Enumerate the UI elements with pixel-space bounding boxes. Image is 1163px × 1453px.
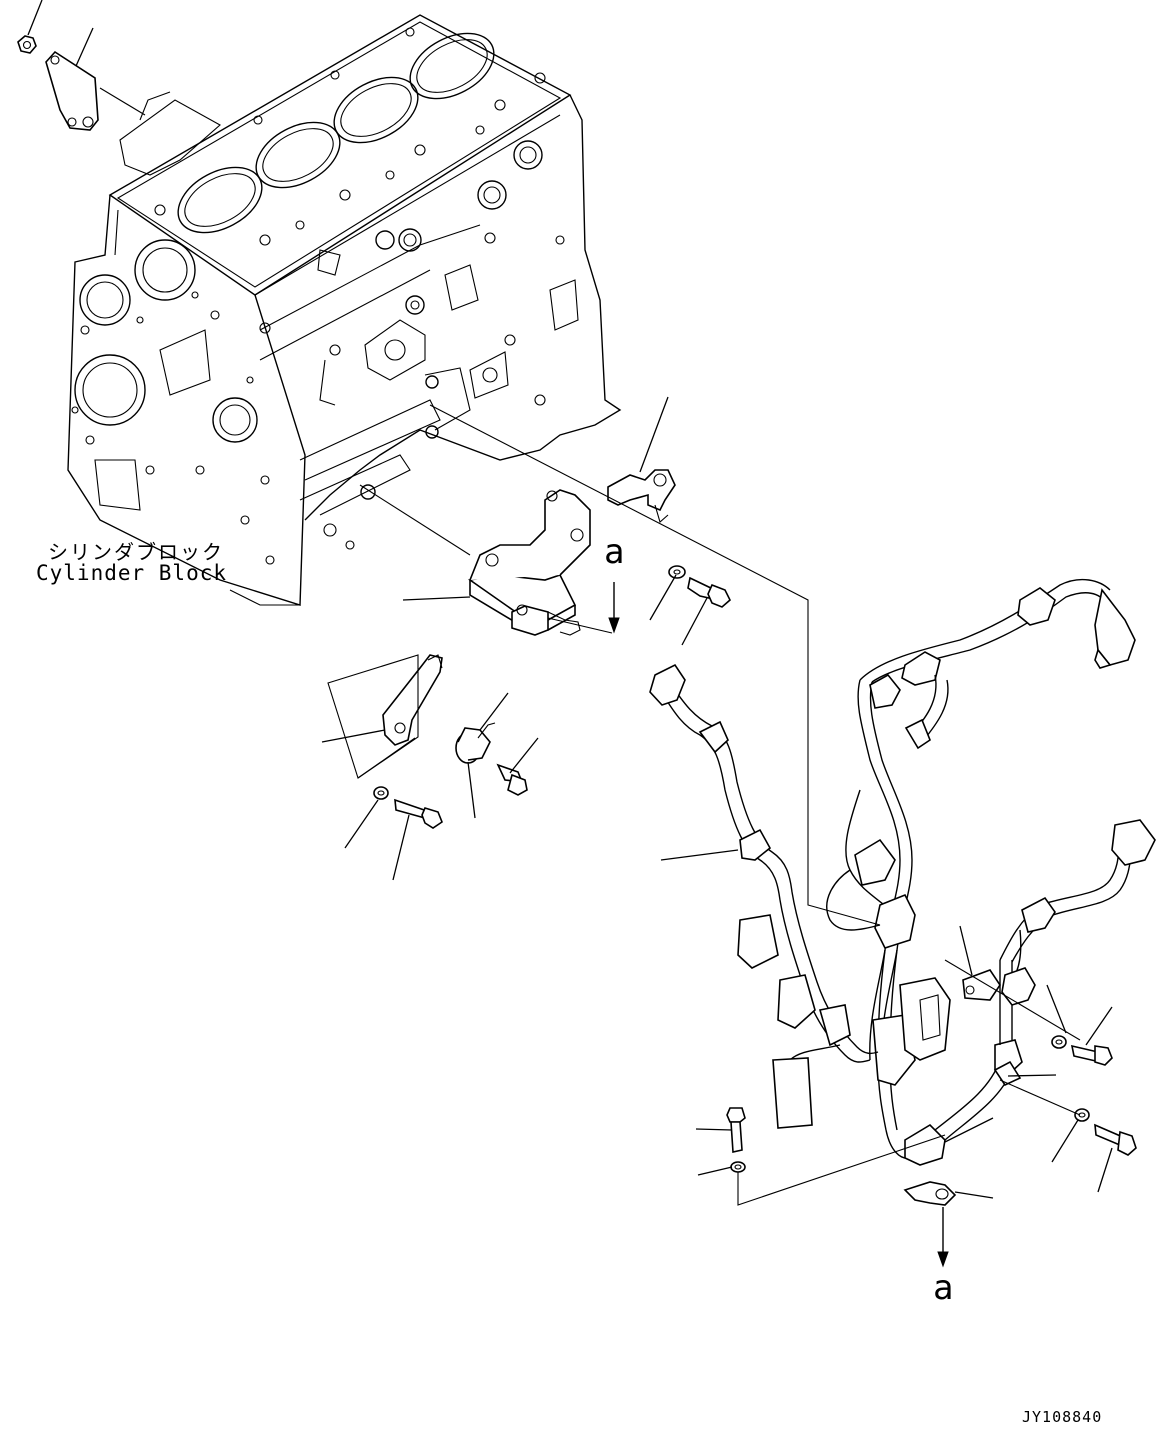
washer-lower-left bbox=[731, 1162, 745, 1172]
cylinder-block bbox=[68, 15, 620, 605]
harness-clamp-lower bbox=[995, 1062, 1020, 1085]
washer-right-2 bbox=[1075, 1109, 1089, 1121]
harness-bracket bbox=[470, 490, 590, 635]
nut bbox=[18, 36, 36, 53]
view-marker-bottom: a bbox=[933, 1268, 954, 1308]
wire-harness bbox=[650, 580, 1155, 1165]
bolt-right-1 bbox=[1072, 1046, 1112, 1065]
sensor-bolt bbox=[498, 765, 527, 795]
washer-right-1 bbox=[1052, 1036, 1066, 1048]
bolt-small bbox=[395, 800, 442, 828]
harness-clip-upper bbox=[608, 470, 675, 522]
cylinder-block-label-en: Cylinder Block bbox=[36, 561, 228, 585]
bolt bbox=[688, 578, 730, 607]
harness-clamp-right bbox=[963, 970, 1000, 1000]
drawing-number: JY108840 bbox=[1022, 1408, 1103, 1426]
bolt-right-2 bbox=[1095, 1125, 1136, 1155]
sensor-bracket bbox=[383, 655, 442, 745]
washer bbox=[669, 566, 685, 578]
arrow-down-icon bbox=[938, 1207, 948, 1266]
leader-lines bbox=[28, 0, 1112, 1198]
washer-small bbox=[374, 787, 388, 799]
bolt-lower-left bbox=[727, 1108, 745, 1152]
lifting-plate bbox=[46, 52, 98, 130]
arrow-down-icon bbox=[609, 582, 619, 632]
clip-lower bbox=[905, 1182, 955, 1205]
view-marker-top: a bbox=[604, 532, 625, 572]
cylinder-block-label-jp: シリンダブロック bbox=[48, 540, 224, 564]
speed-sensor bbox=[456, 723, 495, 763]
